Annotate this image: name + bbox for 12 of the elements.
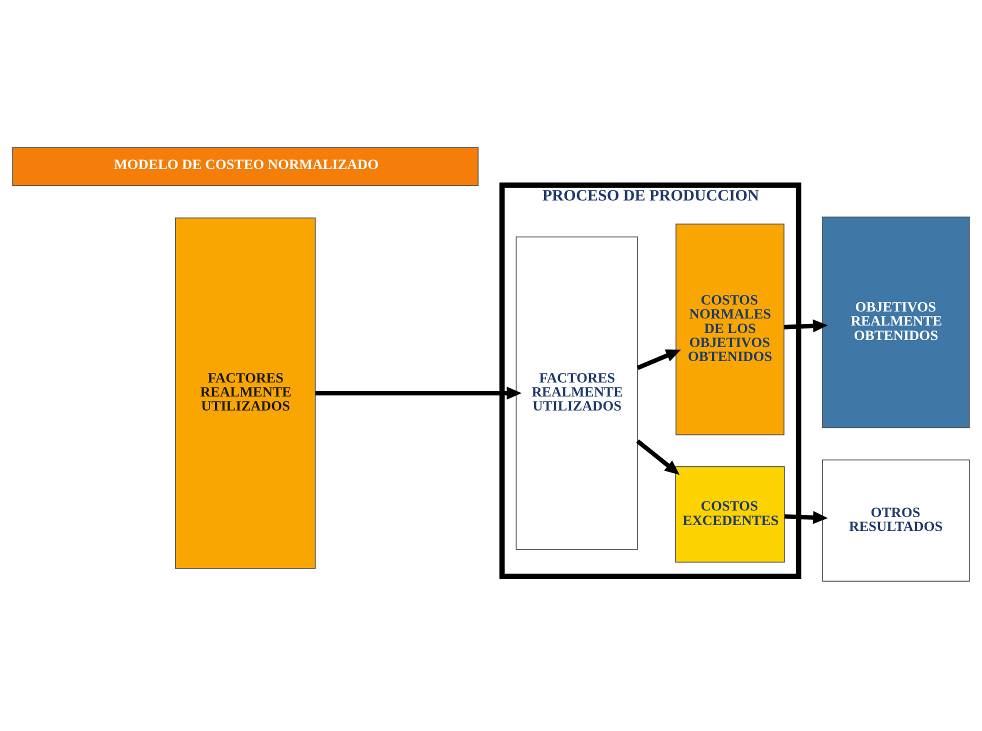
arrow — [315, 386, 522, 400]
node-box: FACTORES REALMENTE UTILIZADOS — [516, 236, 638, 550]
node-box: OTROS RESULTADOS — [822, 460, 970, 582]
arrow — [784, 511, 828, 524]
node-box: MODELO DE COSTEO NORMALIZADO — [12, 147, 479, 186]
node-box: COSTOS EXCEDENTES — [675, 466, 785, 563]
arrow — [636, 349, 681, 370]
node-box: FACTORES REALMENTE UTILIZADOS — [175, 217, 316, 569]
arrow — [784, 319, 828, 332]
node-box: OBJETIVOS REALMENTE OBTENIDOS — [822, 216, 970, 428]
node-box: COSTOS NORMALES DE LOS OBJETIVOS OBTENIDOS — [676, 224, 784, 436]
arrow — [636, 439, 680, 475]
